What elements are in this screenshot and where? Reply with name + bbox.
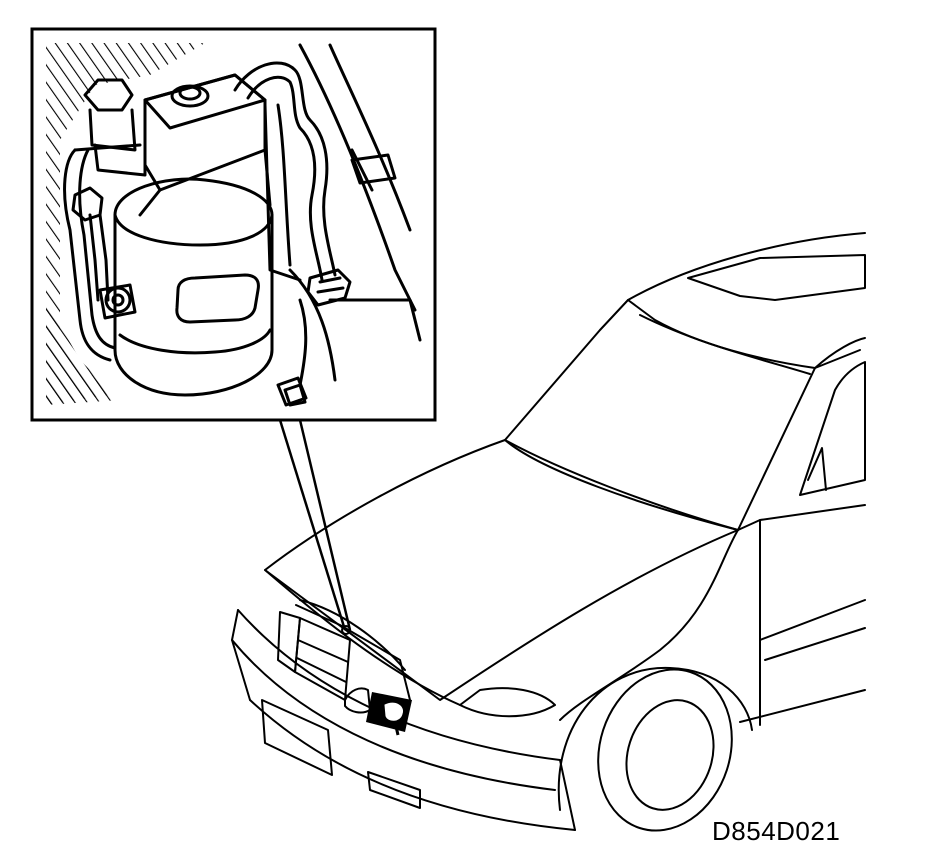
drier-canister-body [113, 177, 274, 397]
car-windshield [504, 299, 816, 531]
callout-pointer [278, 419, 352, 635]
car-body [231, 232, 866, 832]
clamp-strap [98, 283, 137, 320]
callout-leader-line-1 [278, 419, 347, 631]
pipe-nut-right-thread [316, 276, 345, 294]
licence-plate [261, 699, 333, 776]
car-side-line [759, 599, 866, 641]
grille-left-outer [277, 611, 301, 673]
pressure-switch-hex [83, 78, 134, 112]
front-bumper-lower [231, 639, 556, 791]
grille-bar-1 [297, 639, 349, 663]
figure-reference-code: D854D021 [712, 816, 841, 846]
pipe-fitting-lower [283, 383, 307, 407]
outlet-pipe [233, 61, 337, 277]
fog-light [367, 771, 421, 809]
receiver-drier-location [366, 692, 412, 736]
inner-fender-line-3 [350, 148, 374, 192]
car-side-upper [737, 504, 866, 531]
front-bumper-bottom [249, 699, 576, 831]
drier-label-window [175, 273, 260, 324]
car-side-line-2 [764, 627, 866, 661]
car-door-mirror [807, 447, 827, 491]
location-marker-canister [384, 702, 404, 721]
car-rocker [739, 689, 866, 723]
front-corner-right [559, 759, 576, 831]
bracket-clip [350, 153, 397, 185]
hose-clip [276, 376, 308, 407]
car-side-window [799, 361, 866, 496]
windshield-inner-edge [639, 314, 811, 375]
clamp-bolt-center [111, 293, 125, 307]
car-front-fender [559, 529, 739, 721]
car-headlight [459, 687, 556, 718]
grille-bar-2 [296, 657, 347, 683]
wire-lower [298, 298, 308, 387]
car-a-pillar [814, 337, 866, 369]
car-tyre [597, 668, 733, 832]
drier-canister-band [118, 328, 272, 355]
hood-crease [504, 439, 739, 531]
inner-fender-lower [328, 298, 422, 342]
location-marker-pipe [393, 721, 400, 736]
hatched-lower-left [46, 300, 120, 405]
radiator-support-2 [299, 599, 406, 671]
inner-fender-line-2 [328, 43, 412, 232]
drier-top-face [143, 73, 267, 130]
mounting-bracket [63, 148, 112, 362]
car-sunroof [687, 254, 866, 301]
bracket-top [73, 143, 142, 152]
car-a-pillar-inner [814, 349, 861, 369]
inner-fender-line-1 [298, 43, 417, 312]
hood-front-edge [264, 569, 461, 706]
radiator-support [295, 604, 411, 701]
leader-end-dot [341, 625, 351, 635]
front-bumper-top [237, 609, 561, 761]
front-corner-left [231, 609, 251, 701]
drier-canister-top-rim [113, 213, 274, 247]
pressure-switch-neck [93, 143, 147, 177]
drier-top-cap-inner [178, 85, 202, 101]
callout-leader-line-2 [298, 419, 352, 631]
car-hood [264, 439, 739, 701]
callout-frame [30, 27, 437, 422]
car-wheel-arch [557, 666, 753, 811]
car-roofline [627, 232, 866, 301]
inlet-pipe [88, 213, 110, 302]
detail-callout [30, 27, 437, 422]
outlet-pipe-inner [246, 75, 324, 282]
pipe-nut-right [306, 268, 352, 307]
drier-shoulder [138, 148, 272, 217]
car-wheel-rim [625, 699, 715, 811]
pipe-return [276, 103, 292, 267]
mounting-bracket-inner [78, 148, 117, 350]
